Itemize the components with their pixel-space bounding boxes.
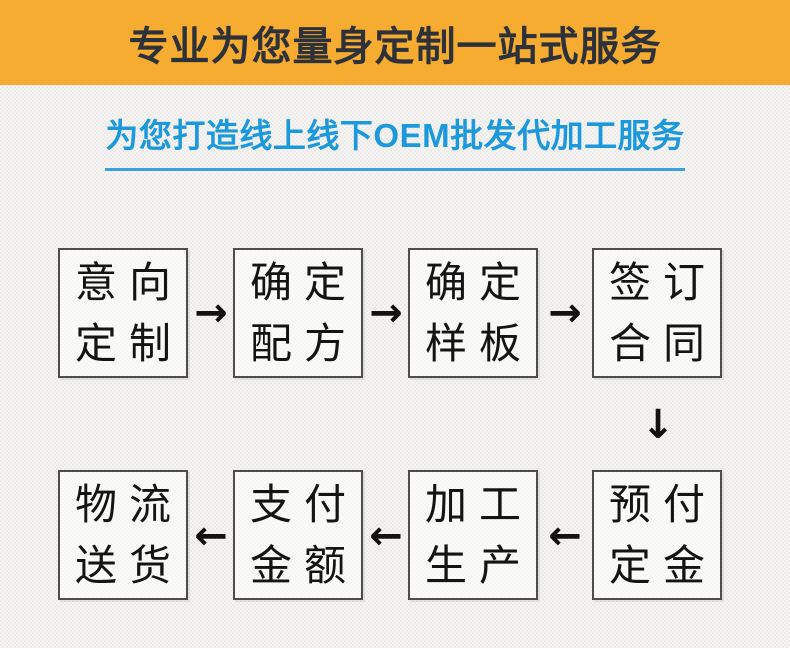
step-label-line: 确定 [424, 259, 533, 306]
step-label-line: 送货 [74, 542, 183, 589]
banner: 专业为您量身定制一站式服务 [0, 0, 790, 85]
step-label-line: 支付 [249, 481, 358, 528]
step-label-line: 定制 [74, 320, 183, 367]
step-label-line: 签订 [608, 259, 717, 306]
right-arrow-icon: → [369, 290, 403, 336]
step-label-line: 预付 [608, 481, 717, 528]
step-label-line: 加工 [424, 481, 533, 528]
step-prepay-deposit: 预付 定金 [592, 470, 722, 600]
banner-title: 专业为您量身定制一站式服务 [128, 24, 662, 69]
left-arrow-icon: ← [369, 513, 403, 559]
step-logistics-delivery: 物流 送货 [58, 470, 188, 600]
step-label-line: 定金 [608, 542, 717, 589]
step-confirm-formula: 确定 配方 [233, 248, 363, 378]
right-arrow-icon: → [194, 290, 228, 336]
down-arrow-icon: ↓ [641, 402, 675, 448]
step-intent-customize: 意向 定制 [58, 248, 188, 378]
step-label-line: 合同 [608, 320, 717, 367]
step-label-line: 意向 [74, 259, 183, 306]
step-sign-contract: 签订 合同 [592, 248, 722, 378]
step-label-line: 金额 [249, 542, 358, 589]
step-processing-production: 加工 生产 [408, 470, 538, 600]
step-label-line: 物流 [74, 481, 183, 528]
subtitle-row: 为您打造线上线下OEM批发代加工服务 [0, 117, 790, 171]
step-label-line: 样板 [424, 320, 533, 367]
step-confirm-sample: 确定 样板 [408, 248, 538, 378]
step-label-line: 确定 [249, 259, 358, 306]
subtitle-text: 为您打造线上线下OEM批发代加工服务 [105, 117, 685, 171]
left-arrow-icon: ← [194, 513, 228, 559]
left-arrow-icon: ← [548, 513, 582, 559]
right-arrow-icon: → [548, 290, 582, 336]
step-label-line: 生产 [424, 542, 533, 589]
step-pay-amount: 支付 金额 [233, 470, 363, 600]
step-label-line: 配方 [249, 320, 358, 367]
